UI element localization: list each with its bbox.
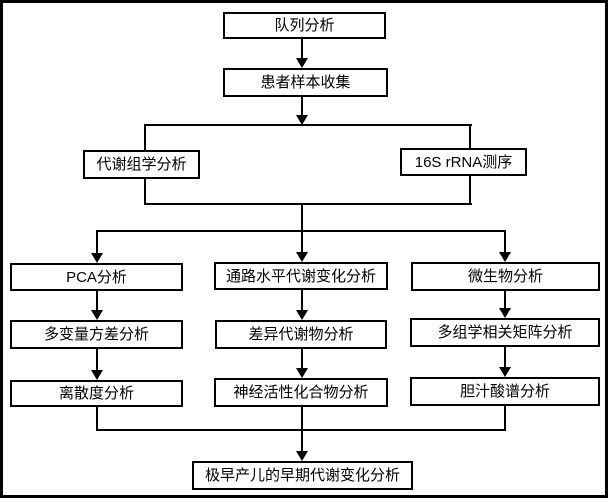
node-microbial-analysis: 微生物分析 (411, 262, 600, 291)
node-bile-acid-profile-analysis: 胆汁酸谱分析 (410, 377, 600, 406)
connector-pca-manova (96, 291, 98, 311)
node-16s-rrna-sequencing: 16S rRNA测序 (400, 148, 527, 176)
node-multiomics-correlation-matrix-analysis: 多组学相关矩阵分析 (410, 318, 600, 347)
arrowhead-icon (91, 370, 103, 380)
merge-bottom-line (144, 203, 472, 205)
connector-cohort-sample (301, 39, 303, 60)
arrowhead-icon (296, 252, 308, 262)
connector-microbiome-matrix (504, 291, 506, 310)
arrowhead-icon (296, 58, 308, 68)
arrowhead-icon (296, 115, 308, 125)
node-metabolomics-analysis: 代谢组学分析 (83, 150, 200, 179)
arrowhead-icon (91, 253, 103, 263)
node-neuroactive-compound-analysis: 神经活性化合物分析 (214, 378, 388, 407)
connector-manova-dispersion (96, 349, 98, 371)
connector-merge-branch3 (301, 203, 303, 253)
arrowhead-icon (499, 252, 511, 262)
connector-diffmet-neuro (301, 349, 303, 369)
arrowhead-icon (296, 310, 308, 320)
connector-sample-split (301, 97, 303, 116)
node-dispersion-analysis: 离散度分析 (10, 380, 183, 407)
node-early-metabolic-change-analysis-preterm: 极早产儿的早期代谢变化分析 (192, 461, 413, 490)
node-patient-sample-collection: 患者样本收集 (223, 68, 388, 97)
connector-dispersion-merge (96, 407, 98, 430)
connector-pathway-diffmet (301, 290, 303, 311)
arrowhead-icon (499, 308, 511, 318)
node-pca-analysis: PCA分析 (10, 263, 183, 291)
arrowhead-icon (499, 367, 511, 377)
node-multivariate-anova: 多变量方差分析 (10, 320, 183, 349)
node-differential-metabolite-analysis: 差异代谢物分析 (215, 320, 387, 349)
connector-neuro-merge (301, 407, 303, 430)
connector-merge-final (301, 429, 303, 452)
arrowhead-icon (296, 451, 308, 461)
connector-matrix-bile (504, 347, 506, 368)
arrowhead-icon (296, 368, 308, 378)
node-cohort-analysis: 队列分析 (223, 12, 386, 39)
node-pathway-level-metabolic-change-analysis: 通路水平代谢变化分析 (214, 262, 388, 290)
connector-branch-microbiome (504, 230, 506, 253)
arrowhead-icon (91, 310, 103, 320)
connector-branch-pca (96, 230, 98, 254)
branch3-line (96, 230, 506, 232)
split-top-line (144, 124, 472, 126)
connector-bile-merge (504, 406, 506, 430)
